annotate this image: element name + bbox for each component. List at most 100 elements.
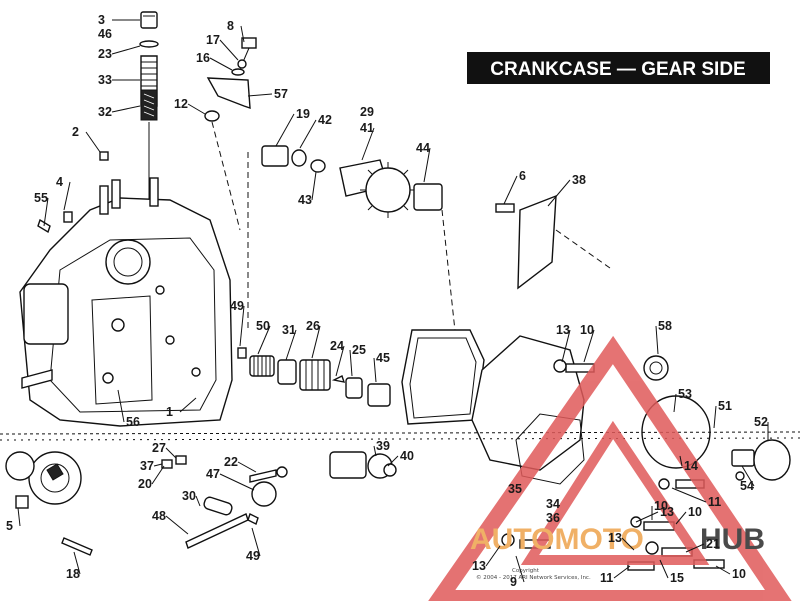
callout-31: 31 xyxy=(282,323,296,337)
callout-33: 33 xyxy=(98,73,112,87)
callout-32: 32 xyxy=(98,105,112,119)
callout-leader-48 xyxy=(165,515,189,535)
callout-leader-11 xyxy=(613,565,631,579)
callout-leader-47 xyxy=(219,473,255,491)
callout-leader-13 xyxy=(621,537,635,551)
callout-leader-21 xyxy=(685,543,705,553)
callout-leader-16 xyxy=(209,57,233,71)
bracket-assembly xyxy=(204,37,257,231)
callout-leader-37 xyxy=(153,463,163,467)
copyright-line-2: © 2004 - 2017 ARI Network Services, Inc. xyxy=(476,574,591,581)
watermark-brand-left: AUTOMOTO xyxy=(470,523,644,556)
callout-leader-56 xyxy=(117,389,125,423)
callout-leader-11 xyxy=(671,487,707,503)
diagram-title: CRANKCASE — GEAR SIDE xyxy=(490,59,745,80)
callout-54: 54 xyxy=(740,479,754,493)
callout-53: 53 xyxy=(678,387,692,401)
callout-leader-19 xyxy=(275,113,295,147)
callout-49: 49 xyxy=(246,549,260,563)
callout-47: 47 xyxy=(206,467,220,481)
callout-leader-23 xyxy=(111,45,141,55)
crankcase-body xyxy=(19,151,233,427)
callout-13: 13 xyxy=(556,323,570,337)
callout-38: 38 xyxy=(572,173,586,187)
callout-57: 57 xyxy=(274,87,288,101)
callout-10: 10 xyxy=(688,505,702,519)
callout-30: 30 xyxy=(182,489,196,503)
callout-leader-49 xyxy=(239,305,245,347)
callout-49: 49 xyxy=(230,299,244,313)
callout-16: 16 xyxy=(196,51,210,65)
callout-13: 13 xyxy=(608,531,622,545)
callout-26: 26 xyxy=(306,319,320,333)
callout-leader-43 xyxy=(311,171,317,201)
callout-leader-54 xyxy=(741,465,755,487)
callout-39: 39 xyxy=(376,439,390,453)
title-block: CRANKCASE — GEAR SIDE xyxy=(467,52,770,84)
callout-leader-25 xyxy=(349,349,353,377)
callout-10: 10 xyxy=(654,499,668,513)
callout-12: 12 xyxy=(174,97,188,111)
callout-46: 46 xyxy=(98,27,112,41)
callout-56: 56 xyxy=(126,415,140,429)
callout-25: 25 xyxy=(352,343,366,357)
callout-leader-14 xyxy=(679,455,683,467)
callout-leader-53 xyxy=(673,393,677,413)
gasket xyxy=(401,329,485,425)
callout-leader-2 xyxy=(85,131,101,153)
callout-34: 34 xyxy=(546,497,560,511)
copyright-line-1: Copyright xyxy=(512,568,540,574)
callout-leader-45 xyxy=(373,357,377,383)
callout-42: 42 xyxy=(318,113,332,127)
plate-38 xyxy=(495,194,611,290)
callout-leader-44 xyxy=(423,147,431,183)
callout-55: 55 xyxy=(34,191,48,205)
callout-leader-41 xyxy=(361,127,375,161)
callout-leader-26 xyxy=(311,325,321,359)
callout-22: 22 xyxy=(224,455,238,469)
callout-leader-40 xyxy=(387,455,399,467)
callout-21: 21 xyxy=(706,537,720,551)
callout-17: 17 xyxy=(206,33,220,47)
callout-11: 11 xyxy=(600,571,613,585)
callout-23: 23 xyxy=(98,47,112,61)
callout-48: 48 xyxy=(152,509,166,523)
callout-leader-30 xyxy=(195,495,201,507)
callout-40: 40 xyxy=(400,449,414,463)
callout-leader-32 xyxy=(111,105,141,113)
callout-leader-17 xyxy=(219,39,239,61)
valve-stack xyxy=(139,11,159,260)
callout-leader-9 xyxy=(515,555,525,583)
callout-4: 4 xyxy=(56,175,63,189)
callout-leader-4 xyxy=(63,181,71,211)
callout-leader-12 xyxy=(187,103,206,115)
lower-left-parts xyxy=(5,451,397,556)
callout-leader-38 xyxy=(547,179,571,207)
callout-36: 36 xyxy=(546,511,560,525)
watermark-brand-right: HUB xyxy=(700,523,765,556)
callout-leader-55 xyxy=(43,197,49,227)
callout-52: 52 xyxy=(754,415,768,429)
callout-leader-15 xyxy=(659,559,669,579)
callout-19: 19 xyxy=(296,107,310,121)
callout-13: 13 xyxy=(660,505,674,519)
callout-2: 2 xyxy=(72,125,79,139)
callout-leader-31 xyxy=(285,329,297,361)
callout-6: 6 xyxy=(519,169,526,183)
callout-leader-22 xyxy=(237,461,257,473)
callout-leader-50 xyxy=(257,325,271,355)
callout-leader-10 xyxy=(583,329,595,363)
callout-18: 18 xyxy=(66,567,80,581)
callout-leader-1 xyxy=(179,397,197,413)
callout-leader-49 xyxy=(251,527,261,557)
callout-11: 11 xyxy=(708,495,721,509)
callout-58: 58 xyxy=(658,319,672,333)
callout-leader-13 xyxy=(561,329,571,363)
callout-10: 10 xyxy=(580,323,594,337)
callout-leader-13 xyxy=(485,545,501,567)
callout-leader-39 xyxy=(373,445,377,457)
watermark-logo xyxy=(428,335,792,601)
callout-3: 3 xyxy=(98,13,105,27)
callout-leader-58 xyxy=(655,325,659,355)
